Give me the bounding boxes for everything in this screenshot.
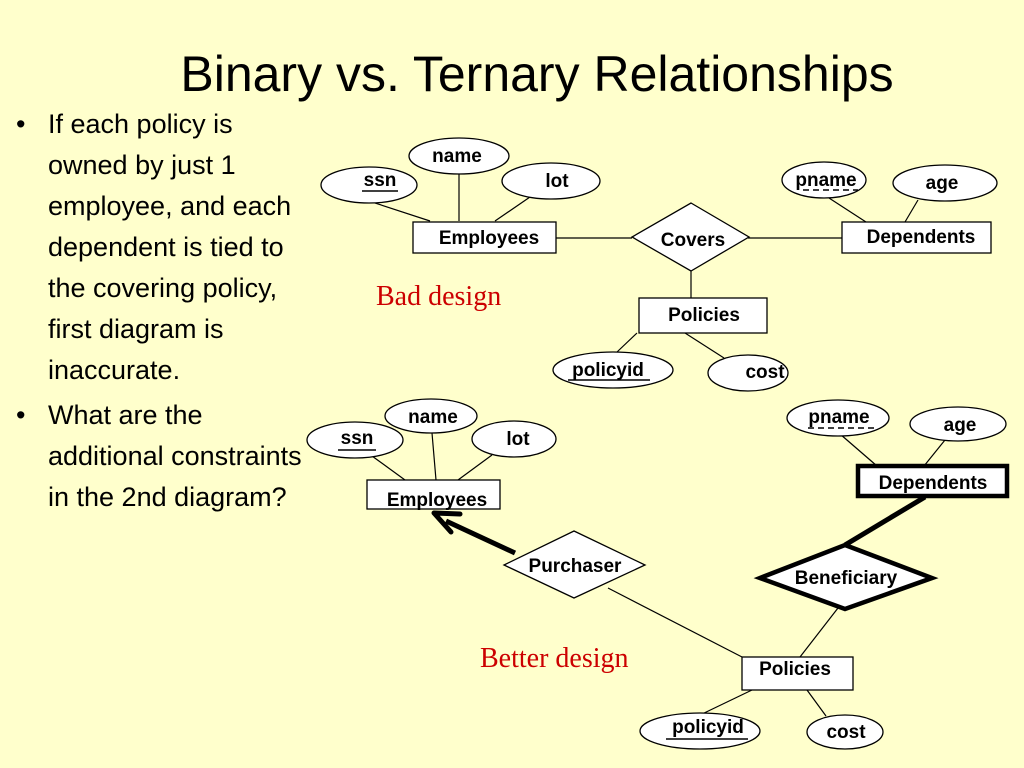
entity-employees: Employees <box>412 221 557 254</box>
attr-age-label: age <box>926 173 959 194</box>
bad-design-caption: Bad design <box>376 281 501 312</box>
attr-policyid-label: policyid <box>572 360 644 381</box>
attr-ssn: ssn <box>320 166 418 204</box>
entity-employees-label: Employees <box>387 490 487 511</box>
attr-policyid: policyid <box>639 712 761 750</box>
better-design-caption: Better design <box>480 643 629 674</box>
attr-lot-label: lot <box>506 429 530 450</box>
attr-cost: cost <box>806 714 884 750</box>
entity-policies-label: Policies <box>759 659 831 680</box>
relationship-covers-label: Covers <box>661 230 725 251</box>
attr-name: name <box>384 398 478 434</box>
attr-ssn-label: ssn <box>341 428 374 449</box>
relationship-beneficiary-label: Beneficiary <box>795 568 898 589</box>
attr-age: age <box>909 406 1007 442</box>
attr-lot: lot <box>501 162 601 200</box>
relationship-beneficiary: Beneficiary <box>753 542 939 612</box>
entity-dependents: Dependents <box>841 221 992 254</box>
bad-design-diagram: ssn name lot pname age policyid cost <box>320 137 998 392</box>
slide-title: Binary vs. Ternary Relationships <box>180 46 894 102</box>
attr-name-label: name <box>408 407 458 428</box>
entity-employees: Employees <box>366 479 501 511</box>
attr-name-label: name <box>432 146 482 167</box>
entity-dependents-label: Dependents <box>879 473 988 494</box>
attr-age: age <box>892 164 998 202</box>
entity-employees-label: Employees <box>439 228 539 249</box>
attr-pname-label: pname <box>795 170 856 191</box>
attr-policyid-label: policyid <box>672 717 744 738</box>
bullet-item: What are the additional constraints in t… <box>12 395 312 518</box>
attr-cost: cost <box>707 354 789 392</box>
entity-policies: Policies <box>741 656 854 691</box>
better-design-diagram: ssn name lot pname age policyid cost <box>306 398 1010 750</box>
entity-dependents-label: Dependents <box>867 227 976 248</box>
attr-policyid: policyid <box>552 351 674 389</box>
relationship-purchaser: Purchaser <box>502 530 647 599</box>
attr-age-label: age <box>944 415 977 436</box>
entity-policies-label: Policies <box>668 305 740 326</box>
relationship-covers: Covers <box>630 202 751 272</box>
attr-pname: pname <box>781 161 867 199</box>
attr-lot-label: lot <box>545 171 569 192</box>
attr-cost-label: cost <box>745 362 785 383</box>
relationship-purchaser-label: Purchaser <box>529 556 623 577</box>
attr-pname: pname <box>786 399 890 437</box>
attr-ssn: ssn <box>306 421 404 459</box>
attr-name: name <box>408 137 510 175</box>
bullet-list: If each policy is owned by just 1 employ… <box>12 104 312 522</box>
attr-cost-label: cost <box>826 722 866 743</box>
attr-ssn-label: ssn <box>364 170 397 191</box>
entity-dependents: Dependents <box>855 463 1010 499</box>
attr-lot: lot <box>471 420 557 458</box>
bullet-item: If each policy is owned by just 1 employ… <box>12 104 312 391</box>
attr-pname-label: pname <box>808 407 869 428</box>
entity-policies: Policies <box>638 297 768 334</box>
